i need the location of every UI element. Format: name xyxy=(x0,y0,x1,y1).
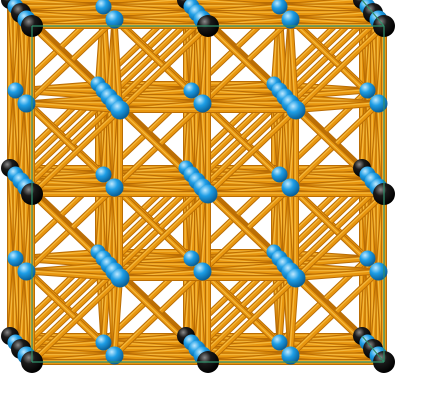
blue-atom xyxy=(281,10,300,29)
blue-atom xyxy=(7,82,24,99)
bond xyxy=(294,192,386,280)
blue-atom xyxy=(271,0,288,15)
blue-atom xyxy=(17,262,36,281)
blue-atom xyxy=(271,166,288,183)
bond-highlight xyxy=(30,108,120,194)
blue-atom xyxy=(281,178,300,197)
bond-highlight xyxy=(30,276,120,362)
blue-atom xyxy=(281,346,300,365)
blue-atom xyxy=(286,100,306,120)
bond-highlight xyxy=(294,270,379,278)
blue-atom xyxy=(110,100,130,120)
blue-atom xyxy=(359,250,376,267)
blue-atom xyxy=(183,82,200,99)
bond-highlight xyxy=(113,276,120,356)
bond xyxy=(294,101,381,112)
bond xyxy=(288,17,298,112)
bond-highlight xyxy=(294,102,379,110)
blue-atom xyxy=(193,94,212,113)
bond-highlight xyxy=(113,18,120,110)
bond-highlight xyxy=(289,18,296,110)
blue-atom xyxy=(7,250,24,267)
blue-atom xyxy=(110,268,130,288)
bond-highlight xyxy=(206,276,296,362)
bond xyxy=(30,108,122,196)
blue-atom xyxy=(183,250,200,267)
bond xyxy=(206,108,298,196)
bond-highlight xyxy=(294,24,384,110)
bond xyxy=(112,276,122,358)
bond xyxy=(294,24,386,112)
blue-atom xyxy=(369,94,388,113)
unit-cell-edge xyxy=(361,0,385,27)
bond xyxy=(24,269,122,280)
bond-highlight xyxy=(25,102,120,110)
blue-atom xyxy=(95,166,112,183)
bond xyxy=(118,24,210,112)
bond-highlight xyxy=(118,192,208,278)
bond-highlight xyxy=(294,192,384,278)
blue-atom xyxy=(17,94,36,113)
bond-highlight xyxy=(25,270,120,278)
bond xyxy=(30,276,122,364)
blue-atom xyxy=(193,262,212,281)
blue-atom xyxy=(271,334,288,351)
bond xyxy=(24,101,122,112)
blue-atom xyxy=(359,82,376,99)
blue-atom xyxy=(369,262,388,281)
bond-highlight xyxy=(289,276,296,356)
bond xyxy=(112,17,122,112)
bond xyxy=(288,276,298,358)
blue-atom xyxy=(105,178,124,197)
bond xyxy=(206,276,298,364)
blue-atom xyxy=(105,346,124,365)
blue-atom xyxy=(95,0,112,15)
bond-highlight xyxy=(206,108,296,194)
bond xyxy=(118,192,210,280)
blue-atom xyxy=(198,184,218,204)
unit-cell-front-edges xyxy=(31,0,385,363)
blue-atom xyxy=(286,268,306,288)
unit-cell-edge xyxy=(361,335,385,363)
bond xyxy=(294,269,381,280)
blue-atom xyxy=(95,334,112,351)
blue-atom xyxy=(105,10,124,29)
bond-highlight xyxy=(118,24,208,110)
